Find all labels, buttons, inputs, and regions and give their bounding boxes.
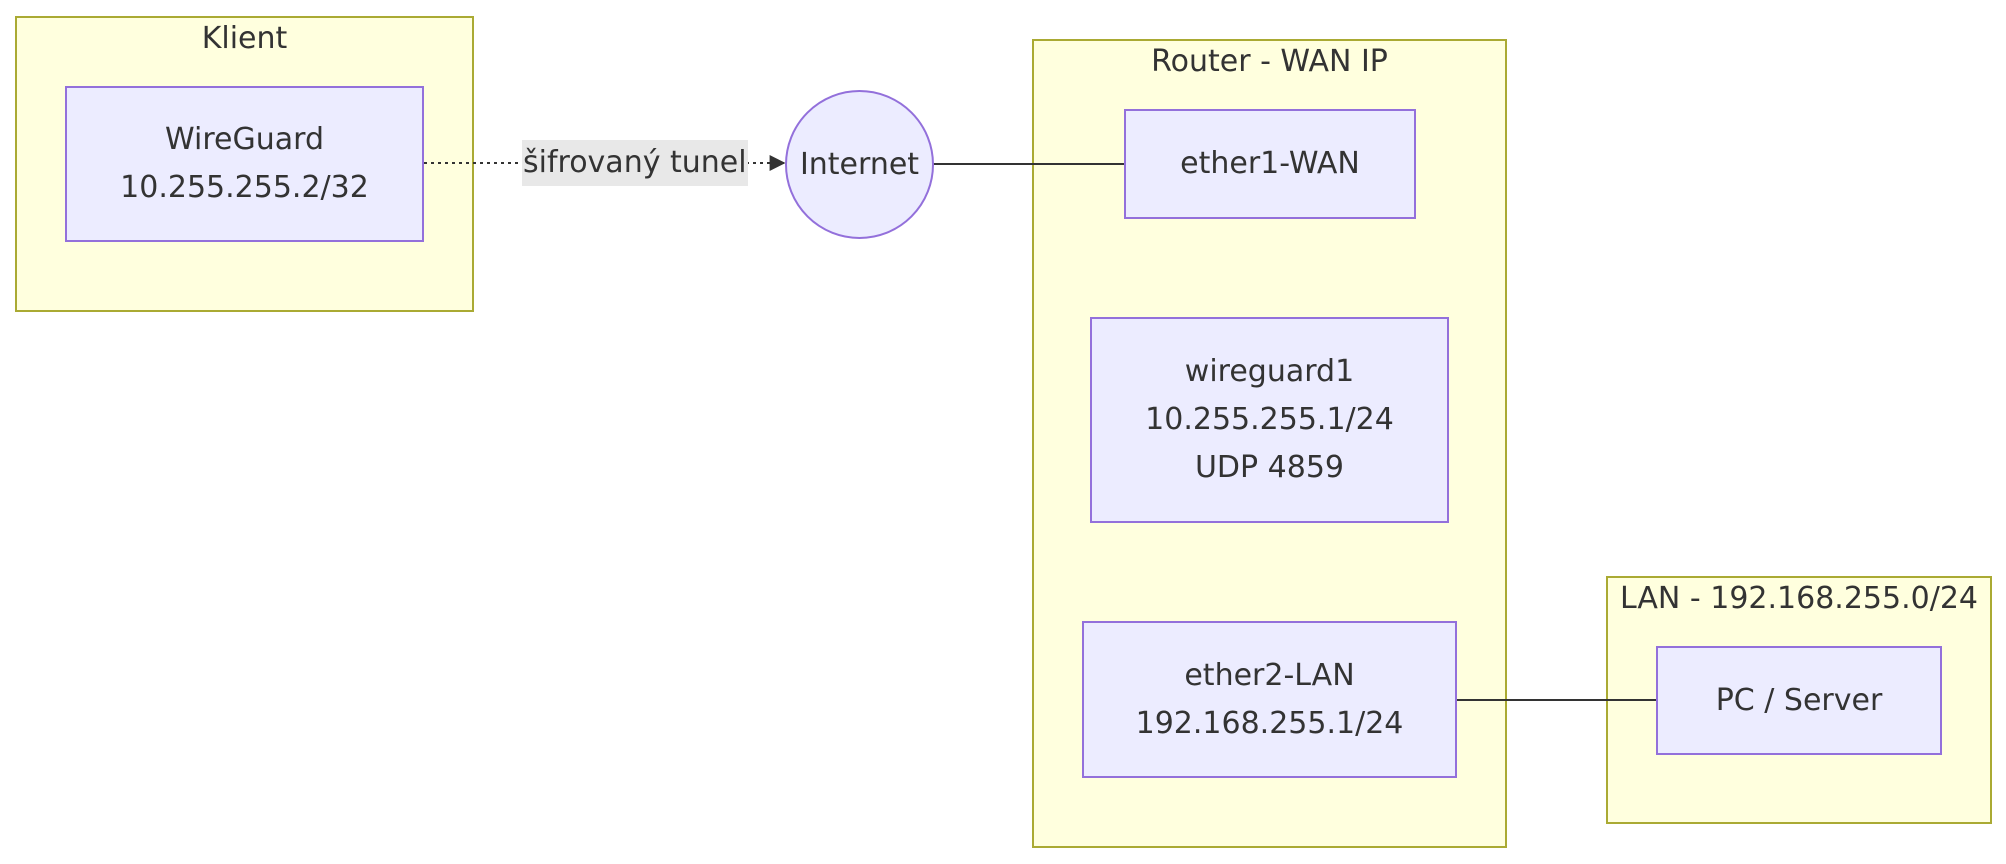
node-wireguard1-port: UDP 4859 bbox=[1194, 450, 1345, 485]
node-wireguard-client-ip: 10.255.255.2/32 bbox=[120, 170, 369, 205]
cluster-router-title: Router - WAN IP bbox=[1151, 44, 1388, 79]
node-wireguard-client[interactable]: WireGuard 10.255.255.2/32 bbox=[65, 86, 424, 242]
node-pc-server-label: PC / Server bbox=[1715, 682, 1883, 718]
node-ether1-wan-label: ether1-WAN bbox=[1180, 146, 1360, 181]
node-internet[interactable]: Internet bbox=[785, 90, 934, 239]
edge-tunnel-label: šifrovaný tunel bbox=[522, 140, 748, 186]
node-ether2-lan-ip: 192.168.255.1/24 bbox=[1135, 705, 1404, 741]
node-wireguard1-ip: 10.255.255.1/24 bbox=[1145, 402, 1394, 437]
node-wireguard1[interactable]: wireguard1 10.255.255.1/24 UDP 4859 bbox=[1090, 317, 1449, 523]
cluster-klient-title: Klient bbox=[201, 21, 288, 56]
node-ether2-lan[interactable]: ether2-LAN 192.168.255.1/24 bbox=[1082, 621, 1457, 778]
node-pc-server[interactable]: PC / Server bbox=[1656, 646, 1942, 755]
cluster-lan-title: LAN - 192.168.255.0/24 bbox=[1619, 581, 1979, 616]
node-ether1-wan[interactable]: ether1-WAN bbox=[1124, 109, 1416, 219]
node-internet-label: Internet bbox=[799, 146, 920, 182]
node-wireguard-client-name: WireGuard bbox=[165, 122, 324, 157]
node-wireguard1-name: wireguard1 bbox=[1184, 354, 1355, 389]
node-ether2-lan-name: ether2-LAN bbox=[1184, 657, 1355, 693]
